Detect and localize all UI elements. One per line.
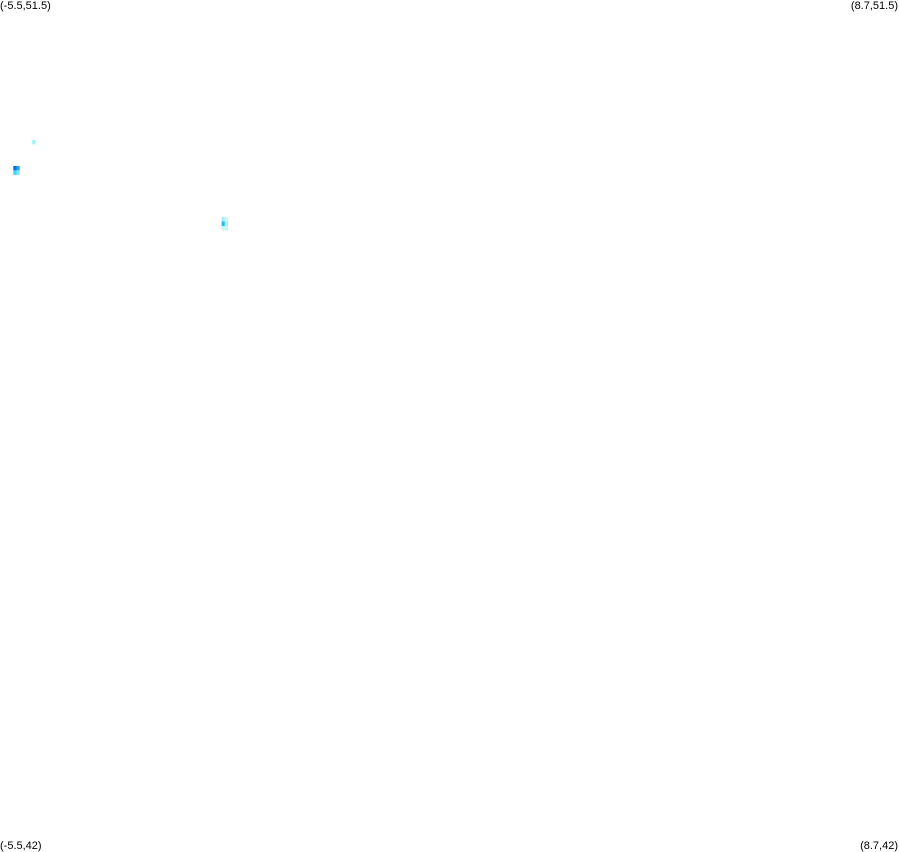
data-cell-6: [224, 217, 228, 222]
data-cell-7: [221, 221, 225, 226]
data-cell-5: [221, 217, 225, 222]
corner-label-bottom-left: (-5.5,42): [0, 840, 42, 852]
data-cell-8: [224, 221, 228, 226]
corner-label-top-left: (-5.5,51.5): [0, 0, 51, 12]
data-cell-4: [16, 170, 20, 175]
corner-label-top-right: (8.7,51.5): [850, 0, 898, 12]
data-cell-2: [16, 165, 20, 171]
corner-label-bottom-right: (8.7,42): [860, 840, 898, 852]
data-cell-9: [221, 226, 225, 231]
data-cell-1: [13, 165, 17, 171]
data-cell-10: [224, 226, 228, 231]
data-cell-0: [32, 139, 36, 145]
data-cell-3: [13, 170, 17, 175]
